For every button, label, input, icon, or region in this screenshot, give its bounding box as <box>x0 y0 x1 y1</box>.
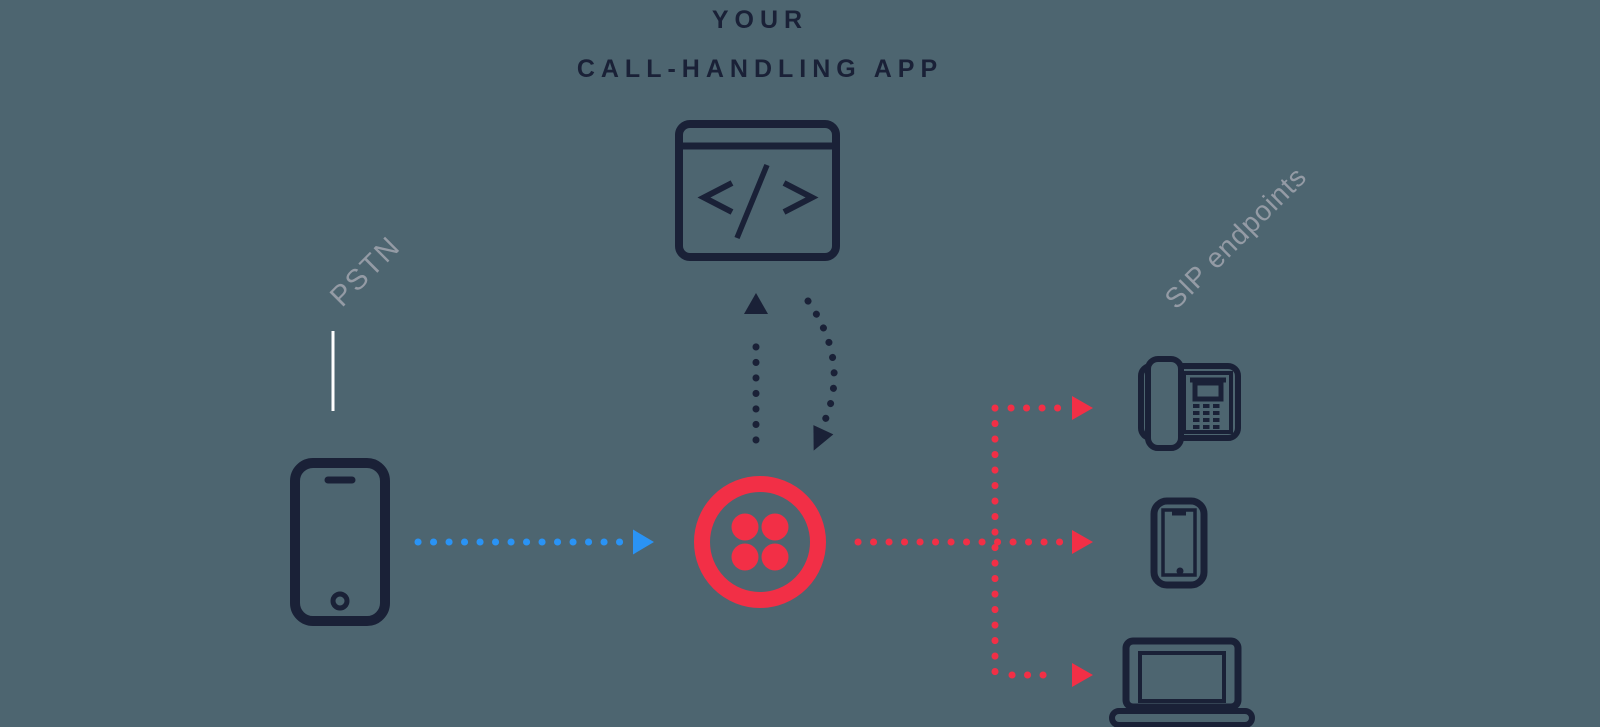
diagram-title: YOUR CALL-HANDLING APP <box>360 0 1160 94</box>
arrowhead-right-icon <box>1072 396 1093 420</box>
code-slash-icon <box>734 163 770 240</box>
code-window-icon <box>675 120 840 261</box>
desk-phone-display <box>1192 380 1224 402</box>
desk-phone-keypad <box>1193 404 1220 429</box>
phone-home-button <box>330 591 350 611</box>
edge-pstn-to-twilio <box>414 529 654 555</box>
title-line-2: CALL-HANDLING APP <box>576 55 944 83</box>
arrowhead-right-icon <box>1072 530 1093 554</box>
desk-phone-icon <box>1138 356 1241 451</box>
edge-twilio-to-app <box>744 293 768 444</box>
twilio-logo <box>694 476 826 608</box>
edge-twilio-to-sip-desk-phone <box>1007 396 1093 420</box>
sip-mobile-phone-icon <box>1150 497 1208 589</box>
arrowhead-right-icon <box>633 529 654 555</box>
edge-twilio-to-sip-laptop <box>1008 663 1093 687</box>
title-line-1: YOUR <box>711 6 809 34</box>
arrowhead-down-icon <box>813 425 834 451</box>
code-chevron-right-icon <box>782 180 819 215</box>
laptop-icon <box>1109 637 1255 727</box>
desk-phone-handset <box>1145 356 1184 451</box>
edge-twilio-to-sip-mobile <box>854 530 1093 554</box>
mobile-phone-icon <box>290 458 390 626</box>
edge-app-to-twilio <box>804 297 838 451</box>
arrowhead-right-icon <box>1072 663 1093 687</box>
phone-home-button <box>1176 567 1184 575</box>
arrowhead-up-icon <box>744 293 768 314</box>
code-chevron-left-icon <box>697 180 734 215</box>
